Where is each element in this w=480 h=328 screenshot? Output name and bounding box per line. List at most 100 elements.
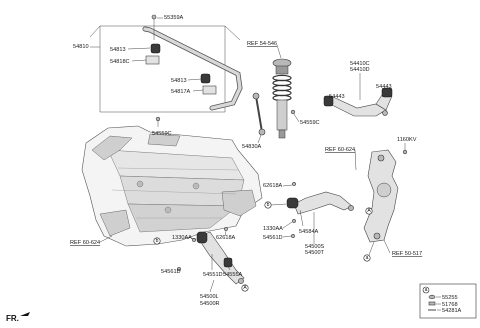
bracket-54817A [202,85,217,95]
subframe-left-arm [91,135,133,161]
leader-1330AA-b [190,237,197,240]
label-54830A: 54830A [242,144,262,150]
ref-50-517[interactable]: REF 50-517 [392,251,422,257]
leader-54813-a [127,47,151,50]
stabilizer-bar-group [89,14,243,113]
link-rod [255,95,263,133]
leader-62618A-b [224,230,227,237]
label-54410D: 54410D [350,67,370,73]
leader-54500LR [209,279,215,293]
subframe-front-mount [147,133,181,147]
bracket-54818C [145,55,160,65]
leader-ref-60-624-knuckle [354,149,357,171]
subframe-hole-2 [192,182,200,190]
legend-callout-a [422,286,430,294]
label-55359A: 55359A [164,15,184,21]
group-box [99,25,226,113]
ref-60-624-subframe[interactable]: REF 60-624 [70,240,100,246]
bolt-1330AA-a [292,219,296,223]
callout-b-subframe[interactable]: b [153,237,161,245]
bushing-54813-front [150,43,161,54]
nut-54559C-right [290,109,296,115]
leader-54555A [227,265,231,271]
label-62618A-b: 62618A [216,235,236,241]
upper-arm-ball-joint [382,110,388,116]
bushing-54443-front [323,95,334,107]
label-54561D-b: 54561D [161,269,181,275]
label-54443-b: 54443 [376,84,392,90]
label-51768: 51768 [442,302,458,308]
label-54555A: 54555A [223,272,243,278]
bushing-54555A [223,257,233,268]
label-54818C: 54818C [110,59,130,65]
callout-a-knuckle[interactable]: a [363,254,371,262]
label-54561D-a: 54561D [263,235,283,241]
label-54559C-right: 54559C [300,120,320,126]
lower-arm-front-ball [238,278,244,284]
knuckle-upper-joint [377,154,385,162]
stabilizer-link-54830A [252,92,266,136]
label-54813-b: 54813 [171,78,187,84]
subframe [81,125,263,247]
nut-54561D-a [291,234,295,238]
lower-arm-rear-body [293,191,353,215]
strut-body [276,99,288,131]
leader-1330AA-a [282,221,293,229]
callout-b-subframe-text: b [156,238,159,244]
leader-ref-54-546 [276,44,282,59]
knuckle-hub-bore [376,182,392,198]
label-54813-a: 54813 [110,47,126,53]
leader-54584A [299,209,304,227]
bolt-62618A-a [292,182,296,186]
bushing-54443-rear [381,87,393,98]
strut-upper-seat [275,65,289,75]
lower-arm-rear-ball [348,205,354,211]
lower-arm-rear-bushing [286,197,299,209]
bolt-55359A [151,14,157,20]
label-54817A: 54817A [171,89,191,95]
legend-callout-a-text: a [425,287,428,293]
nut-54559C-left [155,116,161,122]
ref-60-624-knuckle[interactable]: REF 60-624 [325,147,355,153]
callout-A-knuckle-text: A [367,208,371,214]
leader-54817A [192,89,204,92]
group-box-corner-right [224,25,241,41]
strut-lower-mount [278,129,286,139]
leader-callout-b-lower-arm [270,203,287,206]
knuckle-lower-joint [373,232,381,240]
bushing-54813-rear [200,73,211,84]
label-1330AA-b: 1330AA [172,235,192,241]
label-1330AA-a: 1330AA [263,226,283,232]
coil-spring [272,74,292,102]
label-55255: 55255 [442,295,458,301]
callout-A-lower-arm[interactable]: A [241,284,249,292]
ref-54-546[interactable]: REF 54-546 [247,41,277,47]
upper-arm-body [329,95,387,117]
subframe-rib-2 [117,167,239,171]
legend-frame [419,283,477,319]
lower-arm-front-bushing [196,231,208,244]
lower-control-arm-front [196,231,245,285]
link-upper-ball [252,92,260,100]
callout-b-lower-arm[interactable]: b [264,201,272,209]
leader-62618A-a [282,184,293,187]
subframe-rear-mount [99,209,131,237]
callout-A-lower-arm-text: A [243,285,247,291]
lower-control-arm-rear [286,191,354,215]
leader-54813-b [187,78,202,81]
label-54584A: 54584A [299,229,319,235]
label-62618A-a: 62618A [263,183,283,189]
legend-part-51768-icon [428,301,436,306]
strut-assembly [272,58,292,139]
bolt-62618A-b [224,227,228,231]
link-lower-ball [258,128,266,136]
label-1160KV: 1160KV [397,137,417,143]
front-direction-arrow-icon [20,312,30,316]
subframe-hole-1 [136,180,144,188]
callout-A-knuckle[interactable]: A [365,207,373,215]
leader-54561D-a [282,235,292,238]
label-54500R: 54500R [200,301,220,307]
label-54281A: 54281A [442,308,462,314]
label-54410C: 54410C [350,61,370,67]
